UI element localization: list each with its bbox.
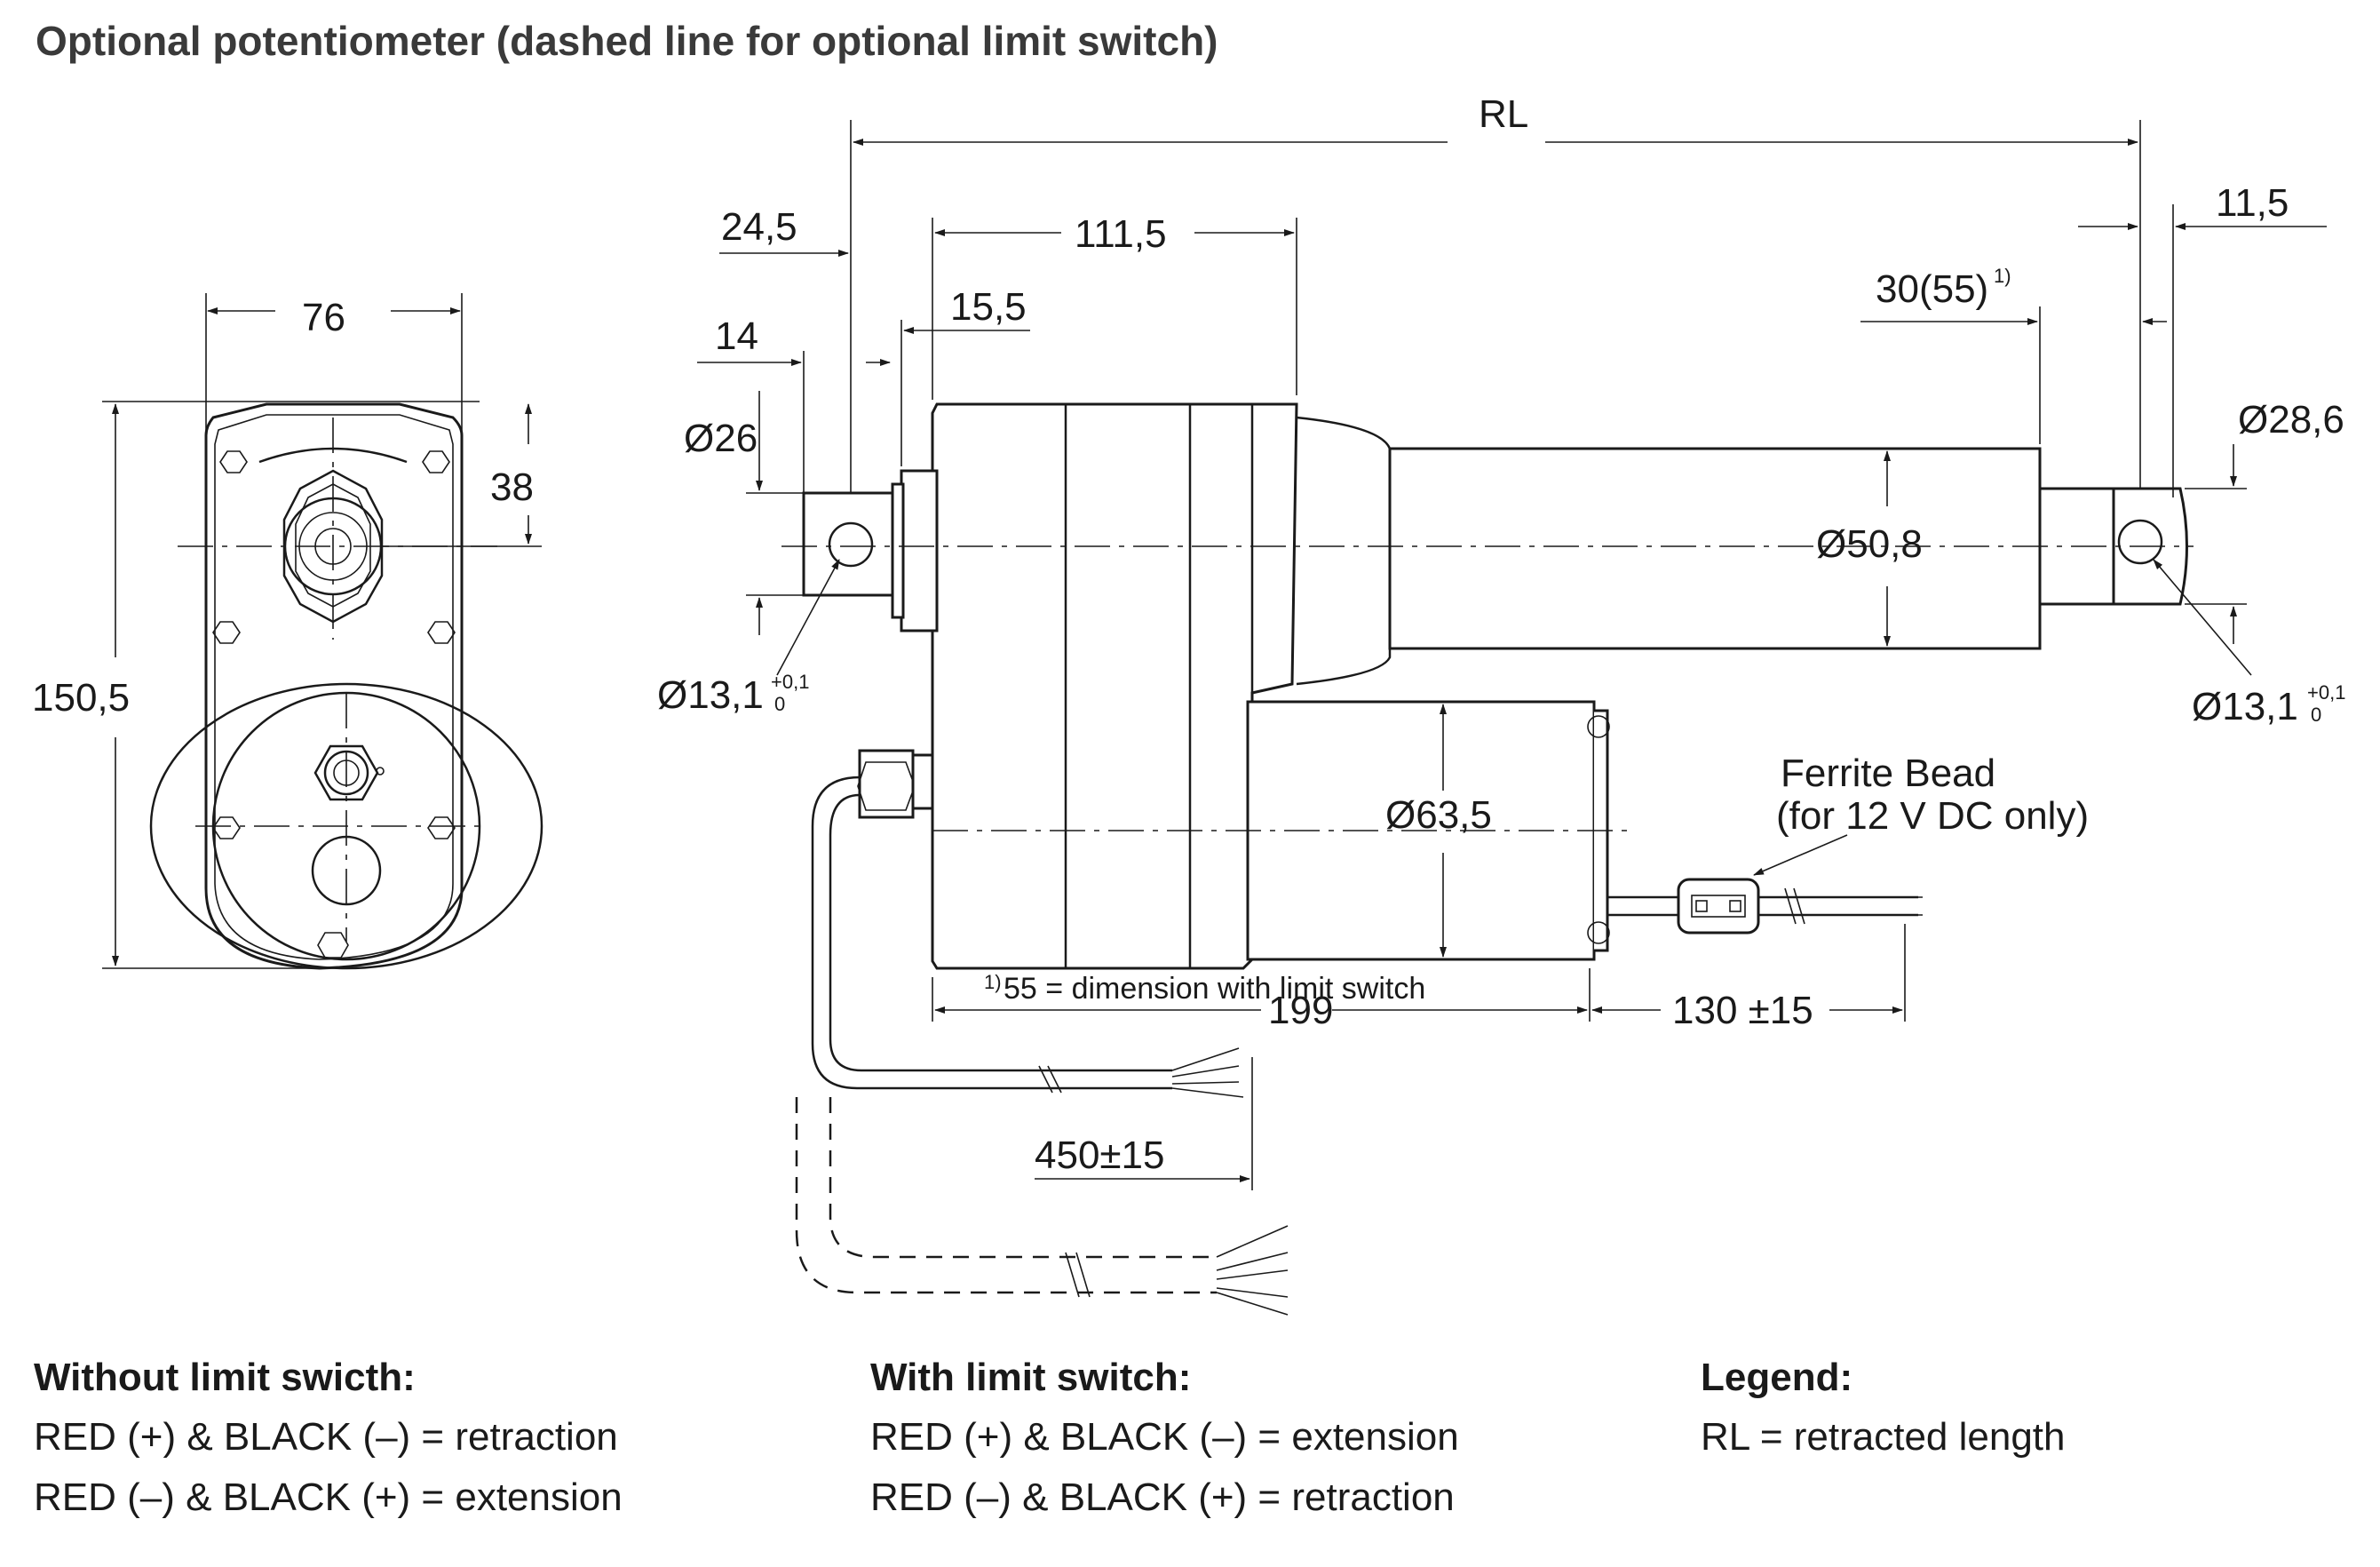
dim-dia26: Ø26: [684, 417, 758, 460]
side-view: RL 24,5 111,5 15,5 14 Ø26 Ø13,1 +0,1 0: [657, 92, 2345, 1316]
dim-111-5: 111,5: [1075, 212, 1167, 256]
dim-dia13-1-right: Ø13,1: [2192, 685, 2298, 728]
dim-450: 450±15: [1035, 1133, 1165, 1177]
footnote-mark: 1): [984, 971, 1002, 993]
without-line-2: RED (–) & BLACK (+) = extension: [34, 1476, 623, 1519]
tol-upper-right: +0,1: [2307, 681, 2345, 704]
dim-76: 76: [302, 296, 345, 339]
with-line-1: RED (+) & BLACK (–) = extension: [870, 1415, 1459, 1459]
dim-11-5: 11,5: [2216, 181, 2289, 225]
without-line-1: RED (+) & BLACK (–) = retraction: [34, 1415, 618, 1459]
tol-lower-right: 0: [2311, 704, 2321, 726]
tol-lower-left: 0: [774, 693, 785, 715]
wiring-notes: Without limit swicth: RED (+) & BLACK (–…: [34, 1356, 2066, 1519]
with-heading: With limit switch:: [870, 1356, 1191, 1399]
page-title: Optional potentiometer (dashed line for …: [36, 18, 1218, 64]
front-view: 76 150,5 38: [32, 293, 543, 970]
ferrite-label-1: Ferrite Bead: [1781, 752, 1995, 795]
without-heading: Without limit swicth:: [34, 1356, 416, 1399]
dim-dia50-8: Ø50,8: [1816, 522, 1923, 566]
dim-14: 14: [715, 314, 758, 358]
dim-rl: RL: [1479, 92, 1528, 136]
dim-15-5: 15,5: [950, 285, 1027, 329]
dim-30-55: 30(55): [1876, 267, 1988, 311]
dim-dia13-1-left: Ø13,1: [657, 673, 764, 717]
dim-dia63-5: Ø63,5: [1385, 793, 1492, 837]
dim-150-5: 150,5: [32, 676, 130, 720]
dim-dia28-6: Ø28,6: [2238, 398, 2344, 441]
dim-38: 38: [490, 465, 534, 509]
with-line-2: RED (–) & BLACK (+) = retraction: [870, 1476, 1455, 1519]
legend-heading: Legend:: [1701, 1356, 1852, 1399]
tol-upper-left: +0,1: [771, 671, 809, 693]
dim-199: 199: [1268, 989, 1333, 1032]
ferrite-label-2: (for 12 V DC only): [1776, 794, 2089, 838]
legend-line-1: RL = retracted length: [1701, 1415, 2066, 1459]
dim-30-55-sup: 1): [1994, 265, 2011, 287]
footnote-text: 55 = dimension with limit switch: [1004, 972, 1425, 1006]
dim-130: 130 ±15: [1672, 989, 1813, 1032]
dim-24-5: 24,5: [721, 205, 797, 249]
